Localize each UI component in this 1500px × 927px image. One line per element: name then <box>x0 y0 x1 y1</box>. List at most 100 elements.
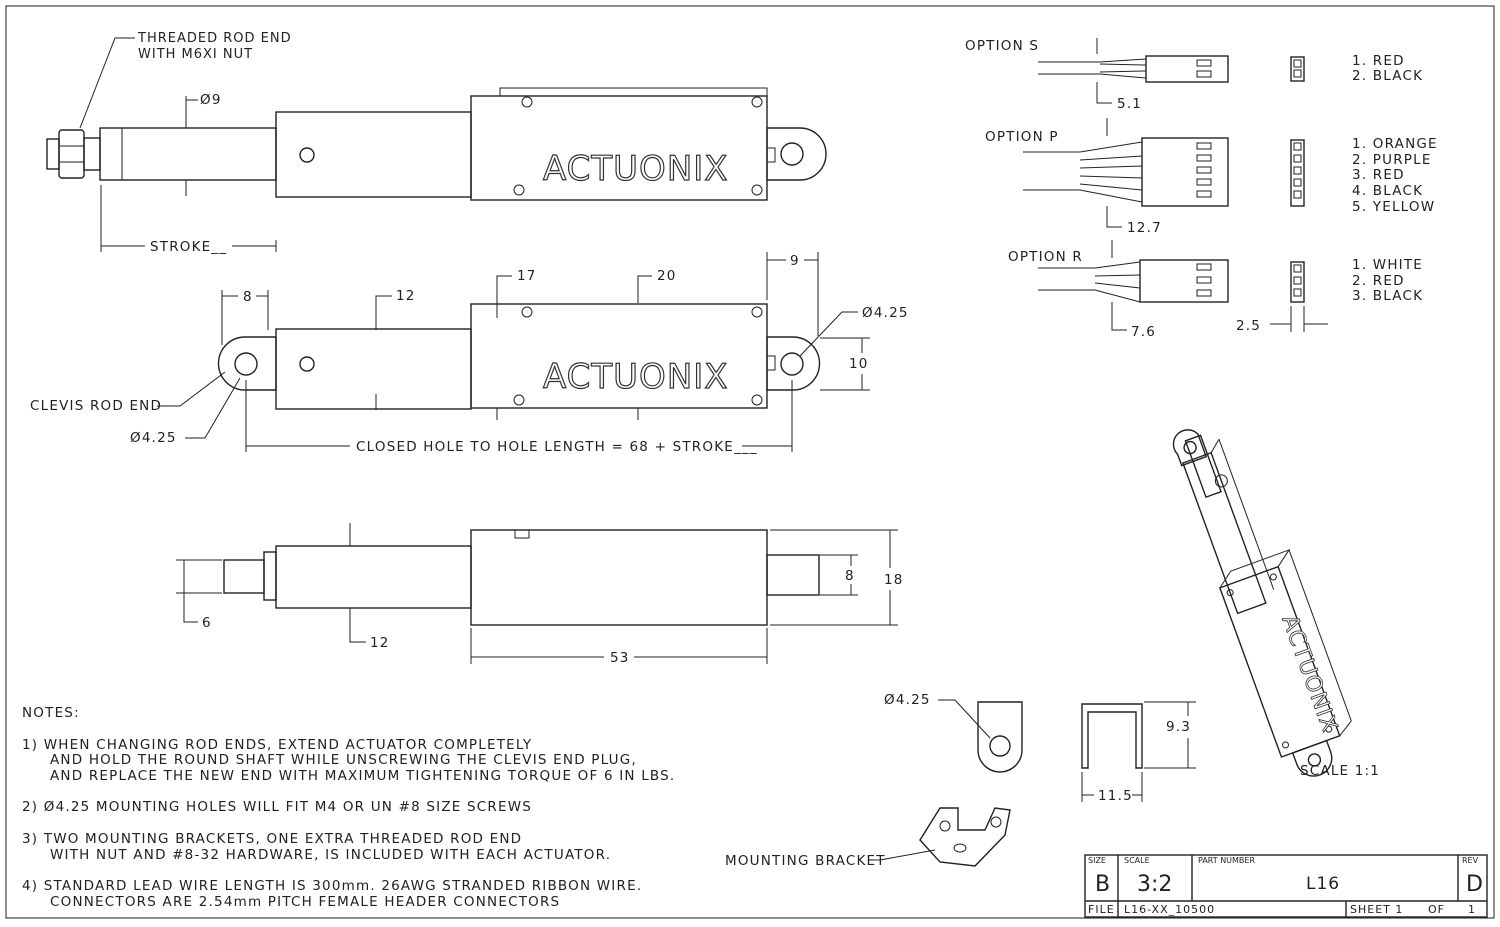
bracket-hole-dim: Ø4.25 <box>884 692 931 708</box>
rod-end-label-2: WITH M6XI NUT <box>138 47 253 62</box>
scale-value: 3:2 <box>1137 872 1172 897</box>
dim-hole-left: Ø4.25 <box>130 430 177 446</box>
rod-end-leader <box>79 37 135 129</box>
dim-20: 20 <box>657 268 677 284</box>
option-p-connector <box>1141 137 1229 207</box>
option-r-pin-3: 3. BLACK <box>1352 288 1423 304</box>
note-2: 2) Ø4.25 MOUNTING HOLES WILL FIT M4 OR U… <box>22 799 532 815</box>
option-p-pin-2: 2. PURPLE <box>1352 152 1432 168</box>
top-view: THREADED ROD END WITH M6XI NUT ACTUONIX … <box>46 31 827 255</box>
stroke-label: STROKE__ <box>150 239 227 255</box>
iso-view: ACTUONIX SCALE 1:1 <box>1172 429 1380 779</box>
rev-value: D <box>1466 872 1483 897</box>
scale-header: SCALE <box>1124 856 1150 865</box>
rod-end-label-1: THREADED ROD END <box>137 31 292 46</box>
bracket-dim-115: 11.5 <box>1098 788 1133 804</box>
top-brand: ACTUONIX <box>543 149 729 189</box>
mid-tube <box>275 328 472 410</box>
dim-9-mid: 9 <box>790 253 800 269</box>
dim-18: 18 <box>884 572 904 588</box>
nut <box>58 129 85 179</box>
option-p-label: OPTION P <box>985 129 1059 145</box>
bracket-front <box>977 701 1023 773</box>
note-1-line-1: 1) WHEN CHANGING ROD ENDS, EXTEND ACTUAT… <box>22 737 532 753</box>
nut-end <box>46 138 60 170</box>
mid-brand: ACTUONIX <box>543 357 729 397</box>
option-s-dim: 5.1 <box>1117 96 1142 112</box>
dia-9: Ø9 <box>200 92 222 108</box>
mid-clevis-left <box>217 336 277 391</box>
side-housing <box>470 529 768 626</box>
closed-length: CLOSED HOLE TO HOLE LENGTH = 68 + STROKE… <box>356 439 758 455</box>
option-p-pin-5: 5. YELLOW <box>1352 199 1435 215</box>
dim-53: 53 <box>610 650 630 666</box>
part-value: L16 <box>1306 874 1340 894</box>
side-tube <box>275 545 472 609</box>
note-1-line-2: AND HOLD THE ROUND SHAFT WHILE UNSCREWIN… <box>50 752 637 768</box>
option-s-label: OPTION S <box>965 38 1039 54</box>
dim-8-side: 8 <box>845 568 855 584</box>
note-1-line-3: AND REPLACE THE NEW END WITH MAXIMUM TIG… <box>50 768 675 784</box>
option-s-connector <box>1145 55 1229 83</box>
option-s-pinout <box>1290 56 1305 82</box>
mounting-bracket: Ø4.25 9.3 11.5 MOUNTING BRACKET <box>725 692 1196 869</box>
tube-hole <box>299 147 315 163</box>
part-header: PART NUMBER <box>1198 856 1255 865</box>
dim-17: 17 <box>517 268 537 284</box>
option-r-pin-2: 2. RED <box>1352 273 1405 289</box>
bracket-label: MOUNTING BRACKET <box>725 853 886 869</box>
option-p-pin-3: 3. RED <box>1352 167 1405 183</box>
top-clevis <box>766 127 827 181</box>
dim-10: 10 <box>849 356 869 372</box>
notes-heading: NOTES: <box>22 705 80 721</box>
option-r-dim: 7.6 <box>1131 324 1156 340</box>
note-3-line-1: 3) TWO MOUNTING BRACKETS, ONE EXTRA THRE… <box>22 831 522 847</box>
pitch-dim: 2.5 <box>1236 318 1261 334</box>
of-label: OF <box>1428 903 1445 916</box>
mid-clevis-right <box>766 336 821 391</box>
tube <box>275 111 472 198</box>
iso-brand: ACTUONIX <box>1276 612 1342 736</box>
option-r-pin-1: 1. WHITE <box>1352 257 1423 273</box>
option-p-pinout <box>1290 139 1305 207</box>
dim-6: 6 <box>202 615 212 631</box>
option-p-dim: 12.7 <box>1127 220 1162 236</box>
dim-hole-right: Ø4.25 <box>862 305 909 321</box>
bracket-iso <box>919 807 1011 867</box>
option-p-pin-1: 1. ORANGE <box>1352 136 1438 152</box>
note-4-line-1: 4) STANDARD LEAD WIRE LENGTH IS 300mm. 2… <box>22 878 642 894</box>
note-3-line-2: WITH NUT AND #8-32 HARDWARE, IS INCLUDED… <box>50 847 611 863</box>
iso-tube <box>1182 451 1267 615</box>
sheet-value: SHEET 1 <box>1350 903 1403 916</box>
thread <box>83 137 101 171</box>
dim-8-mid: 8 <box>243 289 253 305</box>
sheet-border <box>5 5 1495 919</box>
file-header: FILE <box>1088 903 1115 916</box>
option-r-label: OPTION R <box>1008 249 1083 265</box>
clevis-label: CLEVIS ROD END <box>30 398 162 414</box>
shaft <box>99 127 277 181</box>
option-p-pin-4: 4. BLACK <box>1352 183 1423 199</box>
file-value: L16-XX_10500 <box>1124 903 1215 916</box>
side-clevis <box>766 554 820 596</box>
option-r-pinout <box>1290 261 1305 303</box>
bracket-u <box>1081 703 1143 769</box>
connector-options: OPTION S 5.1 1. RED 2. BLACK OPTION P 12… <box>965 38 1438 340</box>
size-header: SIZE <box>1088 856 1106 865</box>
option-r-connector <box>1139 259 1229 303</box>
side-view: 6 12 8 18 53 <box>176 523 904 666</box>
title-block: SIZE B SCALE 3:2 PART NUMBER L16 REV D F… <box>1084 854 1488 918</box>
notes: NOTES: 1) WHEN CHANGING ROD ENDS, EXTEND… <box>22 705 675 910</box>
dim-12-side: 12 <box>370 635 390 651</box>
rev-header: REV <box>1462 856 1479 865</box>
option-s-pin-2: 2. BLACK <box>1352 68 1423 84</box>
dim-12-mid: 12 <box>396 288 416 304</box>
iso-scale-label: SCALE 1:1 <box>1300 763 1380 779</box>
option-s-pin-1: 1. RED <box>1352 53 1405 69</box>
sheet-total: 1 <box>1468 903 1476 916</box>
size-value: B <box>1095 872 1110 897</box>
side-rod <box>223 559 265 594</box>
mid-view: ACTUONIX 8 12 17 20 9 Ø4.25 <box>30 252 909 455</box>
note-4-line-2: CONNECTORS ARE 2.54mm PITCH FEMALE HEADE… <box>50 894 560 910</box>
